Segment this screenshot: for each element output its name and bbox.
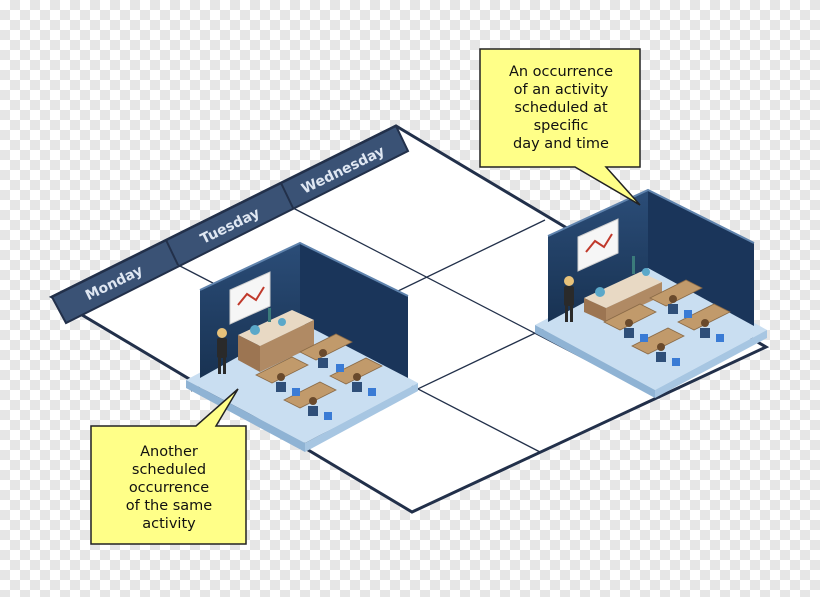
classroom-left [186, 241, 418, 452]
student-desk [649, 279, 703, 307]
header-divider [165, 239, 179, 266]
flask [595, 287, 605, 297]
student-head [277, 373, 285, 381]
student-desk [677, 303, 731, 331]
whiteboard [229, 271, 271, 325]
flask [642, 268, 650, 276]
teacher-desk-side [238, 335, 260, 372]
chair [336, 364, 344, 372]
student-head [657, 343, 665, 351]
student-head [353, 373, 361, 381]
teacher-desk-front [606, 282, 662, 322]
molecule-drawing [237, 286, 265, 306]
teacher-desk [584, 272, 662, 308]
student [318, 358, 328, 368]
student-desk [299, 333, 353, 361]
teacher-leg [570, 306, 573, 322]
teacher-leg [565, 306, 568, 322]
chair [716, 334, 724, 342]
lab-stand [632, 256, 635, 274]
lab-stand [268, 308, 271, 322]
room-side-wall [300, 243, 408, 378]
student [276, 382, 286, 392]
callout-occurrence-bubble [479, 48, 641, 206]
student-desk [283, 381, 337, 409]
student [668, 304, 678, 314]
teacher-desk-front [260, 320, 314, 372]
room-floor-edge [305, 383, 418, 452]
teacher-desk [238, 310, 314, 346]
room-floor-edge [535, 325, 655, 398]
student-head [319, 349, 327, 357]
flask [278, 318, 286, 326]
room-floor-edge [186, 380, 305, 452]
wall-top-edge [547, 188, 755, 244]
student [624, 328, 634, 338]
student-head [669, 295, 677, 303]
chair [640, 334, 648, 342]
flask [250, 325, 260, 335]
header-divider [280, 182, 294, 209]
molecule-drawing [585, 233, 613, 253]
teacher-head [217, 328, 227, 338]
student-desk [603, 303, 657, 331]
student [308, 406, 318, 416]
student [352, 382, 362, 392]
room-floor-edge [655, 330, 767, 398]
callout-occurrence-text: An occurrence of an activity scheduled a… [508, 64, 614, 152]
callout-another-bubble [90, 388, 247, 545]
teacher-desk-side [584, 298, 606, 322]
student-desk [329, 357, 383, 385]
room-side-wall [648, 190, 754, 326]
teacher-body [564, 286, 574, 306]
wall-top-edge [199, 241, 409, 297]
chair [324, 412, 332, 420]
student-desk [255, 356, 309, 384]
teacher-head [564, 276, 574, 286]
chair [672, 358, 680, 366]
callout-another-text: Another scheduled occurrence of the same… [125, 444, 213, 532]
teacher-leg [218, 358, 221, 374]
whiteboard [577, 218, 619, 272]
student-head [701, 319, 709, 327]
classroom-right [535, 188, 767, 398]
chair [368, 388, 376, 396]
student [656, 352, 666, 362]
student-desk [631, 327, 685, 355]
chair [292, 388, 300, 396]
teacher-leg [223, 358, 226, 374]
chair [684, 310, 692, 318]
teacher-body [217, 338, 227, 358]
student-head [309, 397, 317, 405]
student-head [625, 319, 633, 327]
student [700, 328, 710, 338]
